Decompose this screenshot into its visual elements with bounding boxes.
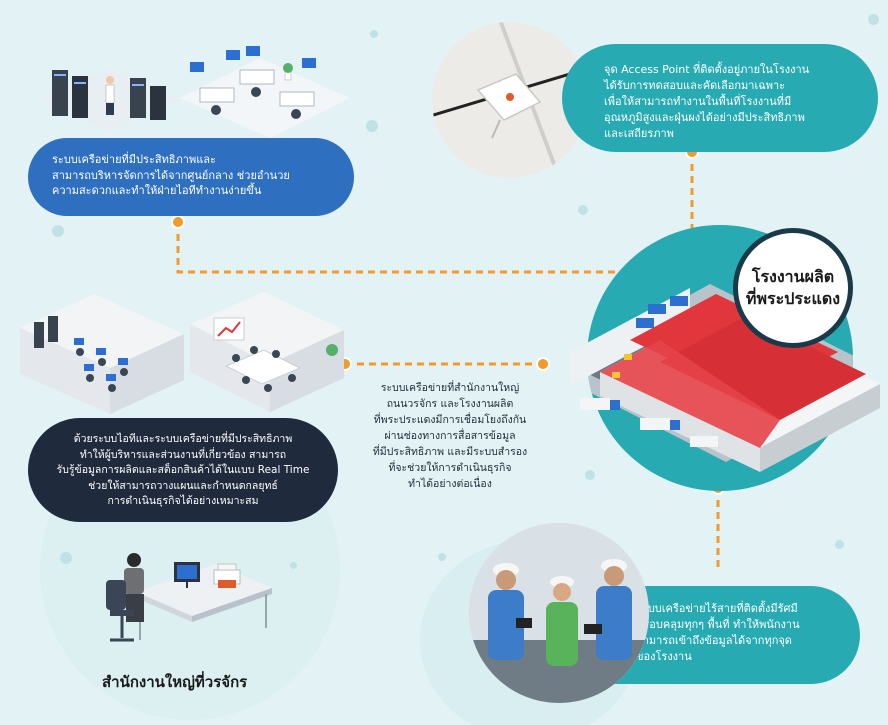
office-card-line: การดำเนินธุรกิจได้อย่างเหมาะสม xyxy=(107,495,259,507)
workstation-icon xyxy=(199,69,315,107)
truck-icon xyxy=(580,398,718,447)
datacenter-card-line: ระบบเครือข่ายที่มีประสิทธิภาพและ xyxy=(52,153,216,166)
worker-icon xyxy=(488,563,524,660)
link-text-line: ถนนวรจักร และโรงงานผลิต xyxy=(386,398,514,410)
link-text-line: ระบบเครือข่ายที่สำนักงานใหญ่ xyxy=(380,382,520,394)
access-point-card: จุด Access Point ที่ติดตั้งอยู่ภายในโรงง… xyxy=(562,44,878,152)
datacenter-card: ระบบเครือข่ายที่มีประสิทธิภาพและ สามารถบ… xyxy=(28,138,354,216)
access-point-card-line: เพื่อให้สามารถทำงานในพื้นที่โรงงานที่มี xyxy=(604,95,792,108)
workers-photo xyxy=(469,523,649,703)
worker-icon xyxy=(596,559,632,660)
office-chair-icon xyxy=(106,580,134,642)
datacenter-card-line: สามารถบริหารจัดการได้จากศูนย์กลาง ช่วยอำ… xyxy=(52,168,290,182)
office-card-line: รับรู้ข้อมูลการผลิตและสต็อกสินค้าได้ในแบ… xyxy=(56,464,310,476)
office-card-line: ช่วยให้สามารถวางแผนและกำหนดกลยุทธ์ xyxy=(88,479,278,492)
factory-title-line: โรงงานผลิต xyxy=(751,267,835,286)
background-dot xyxy=(835,540,844,549)
wireless-card-line: ครอบคลุมทุกๆ พื้นที่ ทำให้พนักงาน xyxy=(636,618,800,631)
background-dot xyxy=(578,205,588,215)
datacenter-illustration xyxy=(40,46,350,138)
factory-title-line: ที่พระประแดง xyxy=(745,289,841,308)
datacenter-card-line: ความสะดวกและทำให้ฝ่ายไอทีทำงานง่ายขึ้น xyxy=(52,184,262,197)
printer-icon xyxy=(213,563,241,588)
access-point-device-icon xyxy=(476,73,542,139)
background-dot xyxy=(585,470,595,480)
link-text-line: ที่มีประสิทธิภาพ และมีระบบสำรอง xyxy=(372,446,528,458)
computer-monitor-icon xyxy=(174,562,200,588)
background-dot xyxy=(370,30,378,38)
background-dot xyxy=(868,14,879,25)
wireless-card-line: ระบบเครือข่ายไร้สายที่ติดตั้งมีรัศมี xyxy=(636,602,798,615)
office-card: ด้วยระบบไอทีและระบบเครือข่ายที่มีประสิทธ… xyxy=(28,418,338,522)
headquarters-illustration xyxy=(106,553,272,642)
link-text-line: ทำได้อย่างต่อเนื่อง xyxy=(408,478,492,490)
link-text-line: ผ่านช่องทางการสื่อสารข้อมูล xyxy=(384,430,516,442)
office-chair-icon xyxy=(211,87,301,119)
desk-icon xyxy=(136,564,272,640)
link-text-line: ที่พระประแดงมีการเชื่อมโยงถึงกัน xyxy=(373,414,527,426)
link-text-line: ที่จะช่วยให้การดำเนินธุรกิจ xyxy=(388,462,512,474)
headquarters-title: สำนักงานใหญ่ที่วรจักร xyxy=(102,673,248,691)
access-point-card-line: อุณหภูมิสูงและฝุ่นผงได้อย่างมีประสิทธิภา… xyxy=(604,111,805,124)
background-dot xyxy=(60,552,72,564)
server-rack-icon xyxy=(52,70,166,120)
office-card-line: ทำให้ผู้บริหารและส่วนงานที่เกี่ยวข้อง สา… xyxy=(79,448,287,461)
meeting-room-icon xyxy=(190,292,344,412)
container-icon xyxy=(636,296,688,328)
technician-icon xyxy=(105,76,115,115)
access-point-card-line: ได้รับการทดสอบและคัดเลือกมาเฉพาะ xyxy=(604,79,786,92)
wireless-card-line: ของโรงงาน xyxy=(636,650,692,663)
background-dot xyxy=(52,225,64,237)
wireless-card-line: สามารถเข้าถึงข้อมูลได้จากทุกจุด xyxy=(636,634,792,647)
access-point-card-line: จุด Access Point ที่ติดตั้งอยู่ภายในโรงง… xyxy=(604,63,810,76)
background-dot xyxy=(438,553,446,561)
plant-icon xyxy=(283,63,293,81)
access-point-photo xyxy=(432,22,588,178)
worker-icon xyxy=(546,576,578,666)
monitor-icon xyxy=(190,46,316,72)
access-point-card-line: และเสถียรภาพ xyxy=(604,127,674,140)
factory-title-badge: โรงงานผลิต ที่พระประแดง xyxy=(733,228,853,348)
background-dot xyxy=(290,562,297,569)
forklift-icon xyxy=(612,354,632,378)
office-card-line: ด้วยระบบไอทีและระบบเครือข่ายที่มีประสิทธ… xyxy=(73,433,293,445)
background-dot xyxy=(366,120,378,132)
link-text: ระบบเครือข่ายที่สำนักงานใหญ่ ถนนวรจักร แ… xyxy=(352,380,548,492)
connector-node xyxy=(536,357,550,371)
open-office-icon xyxy=(20,294,184,414)
tablet-icon xyxy=(516,618,602,634)
office-illustration xyxy=(20,292,344,414)
connector-node xyxy=(171,215,185,229)
